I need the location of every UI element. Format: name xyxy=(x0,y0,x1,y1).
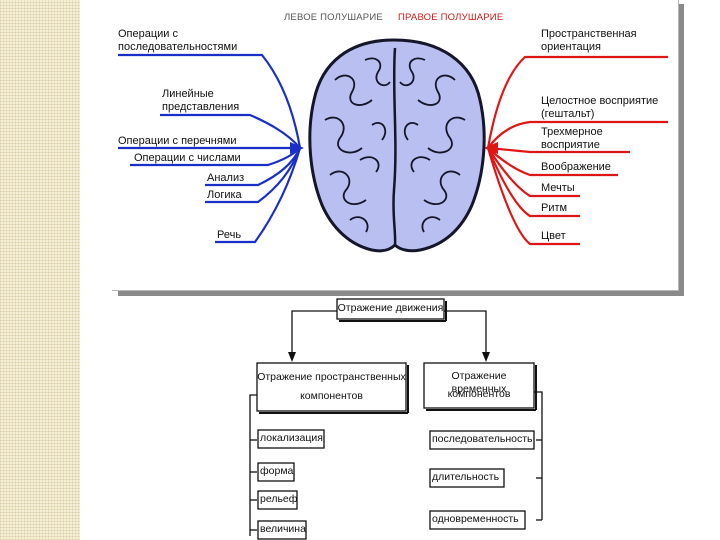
right-line-imagination xyxy=(487,147,618,177)
right-label-spatial-2: ориентация xyxy=(541,41,602,53)
item-duration: длительность xyxy=(432,471,500,483)
item-box-sequence xyxy=(429,430,535,450)
left-label-sequences-1: Операции с xyxy=(118,28,179,40)
left-hemisphere-header: ЛЕВОЕ ПОЛУШАРИЕ xyxy=(284,12,383,23)
right-label-color: Цвет xyxy=(541,230,566,242)
decorative-side-strip xyxy=(0,0,80,540)
right-label-dreams: Мечты xyxy=(541,182,575,194)
item-box-relief xyxy=(257,490,298,510)
root-to-left-connector xyxy=(291,310,337,356)
root-box xyxy=(336,298,445,320)
right-label-gestalt-1: Целостное восприятие xyxy=(541,95,659,107)
item-box-form xyxy=(257,462,295,482)
arrow-to-left-box xyxy=(288,352,296,362)
item-relief: рельеф xyxy=(260,493,298,505)
right-label-spatial-1: Пространственная xyxy=(541,28,637,40)
item-sequence: последовательность xyxy=(432,433,533,445)
item-box-duration xyxy=(429,468,505,488)
left-label-sequences-2: последовательностями xyxy=(118,41,238,53)
left-label-linear-2: представления xyxy=(162,101,240,113)
left-label-lists: Операции с перечнями xyxy=(118,135,237,147)
left-line-sequences xyxy=(118,53,302,149)
root-box-label: Отражение движения xyxy=(337,302,444,314)
item-box-size xyxy=(257,520,307,540)
brain-illustration xyxy=(308,38,486,253)
right-label-gestalt-2: (гештальт) xyxy=(541,108,595,120)
right-line-rhythm xyxy=(486,147,580,218)
item-simultaneity: одновременность xyxy=(432,513,519,525)
left-label-speech: Речь xyxy=(217,229,242,241)
right-category-box xyxy=(423,362,535,409)
left-arrow-tip xyxy=(290,142,304,154)
right-line-color xyxy=(486,147,580,246)
left-label-numbers: Операции с числами xyxy=(134,152,241,164)
left-line-speech xyxy=(215,147,302,244)
right-hemisphere-header: ПРАВОЕ ПОЛУШАРИЕ xyxy=(398,12,504,23)
item-size: величина xyxy=(260,523,306,535)
right-label-imagination: Воображение xyxy=(541,161,611,173)
left-label-analysis: Анализ xyxy=(207,172,245,184)
right-bracket-line xyxy=(534,391,543,520)
right-box-label-2: компонентов xyxy=(447,388,511,400)
right-label-3d-1: Трехмерное xyxy=(541,126,603,138)
right-label-rhythm: Ритм xyxy=(541,202,568,214)
left-bracket-line xyxy=(249,394,257,536)
left-line-linear xyxy=(160,113,301,149)
left-category-box xyxy=(256,362,407,412)
left-label-logic: Логика xyxy=(207,189,242,201)
arrow-to-right-box xyxy=(482,352,490,362)
item-localization: локализация xyxy=(260,432,323,444)
left-box-label-1: Отражение пространственных xyxy=(257,371,406,383)
right-box-label-1: Отражение временных xyxy=(451,370,507,395)
left-box-label-2: компонентов xyxy=(300,390,363,402)
root-to-right-connector xyxy=(444,310,487,356)
right-line-gestalt xyxy=(487,120,668,149)
right-line-spatial xyxy=(486,55,668,149)
item-box-localization xyxy=(257,429,325,449)
item-box-simultaneity xyxy=(429,510,526,530)
right-arrow-tip xyxy=(484,142,498,154)
right-label-3d-2: восприятие xyxy=(541,139,600,151)
item-form: форма xyxy=(260,465,294,477)
left-label-linear-1: Линейные xyxy=(162,88,214,100)
right-line-dreams xyxy=(487,147,580,198)
